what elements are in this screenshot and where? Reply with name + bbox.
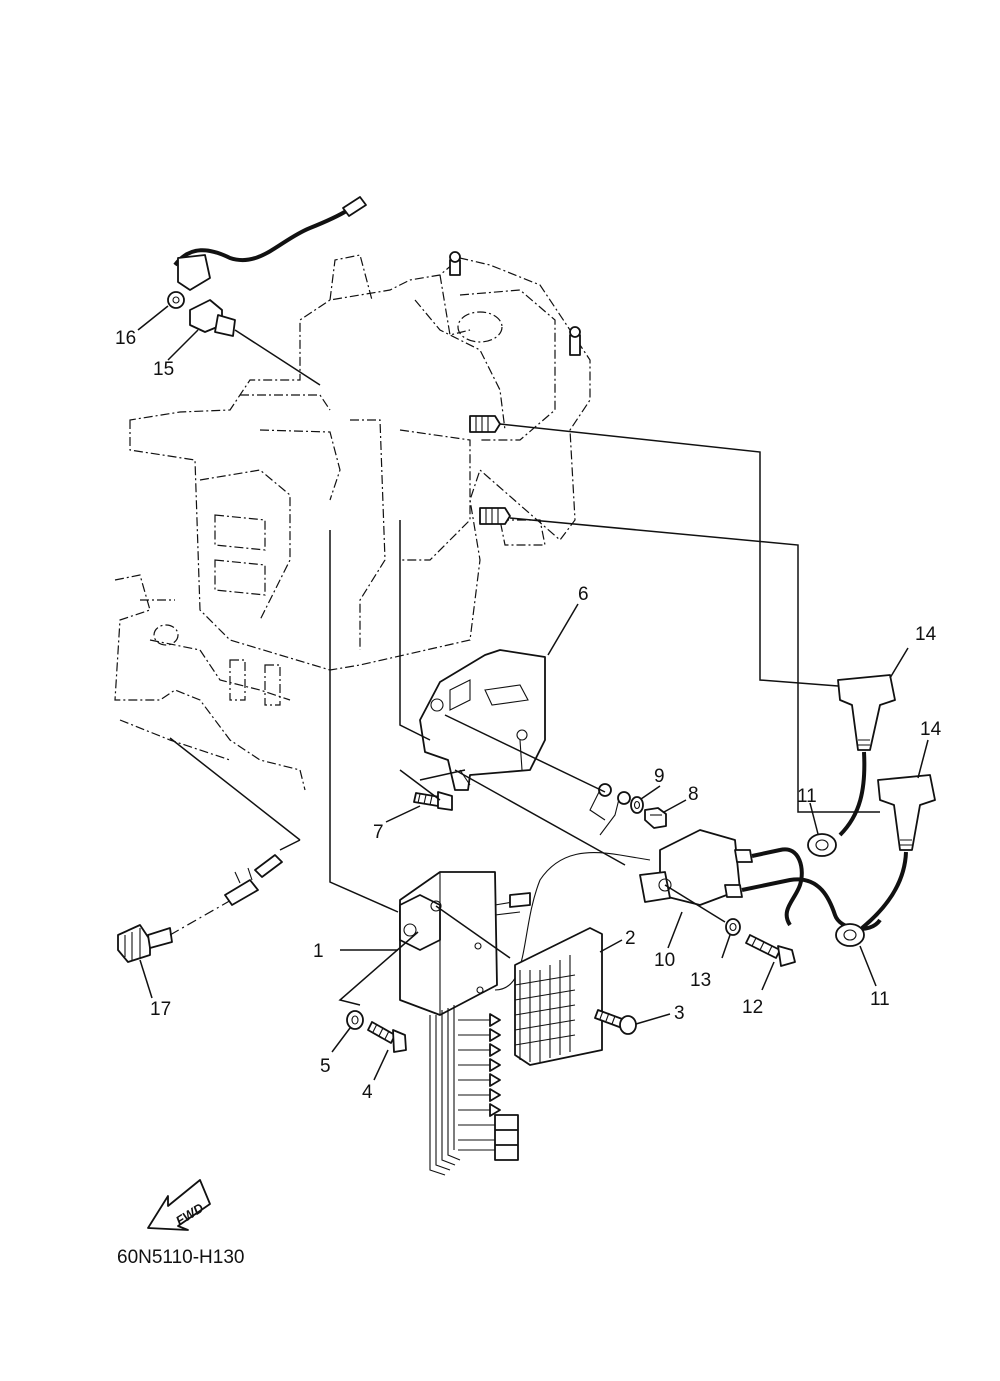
callout-14-lower: 14 bbox=[920, 719, 942, 740]
callouts: 1 2 3 4 5 6 7 8 9 10 11 11 12 13 14 14 1… bbox=[115, 328, 942, 1103]
ref-cdi-engine bbox=[329, 530, 399, 913]
leader-2 bbox=[599, 939, 623, 953]
leader-6 bbox=[547, 603, 579, 656]
callout-1: 1 bbox=[313, 941, 324, 962]
rectifier-regulator bbox=[514, 927, 603, 1066]
callout-13: 13 bbox=[690, 970, 711, 991]
leader-13 bbox=[721, 934, 731, 959]
leader-16 bbox=[137, 305, 169, 331]
washer-5 bbox=[346, 1010, 364, 1030]
callout-2: 2 bbox=[625, 928, 636, 949]
spark-plug-upper bbox=[469, 415, 501, 433]
callout-12: 12 bbox=[742, 997, 763, 1018]
callout-6: 6 bbox=[578, 584, 589, 605]
leader-11-upper bbox=[809, 802, 819, 835]
callout-14-upper: 14 bbox=[915, 624, 937, 645]
sensor-lead-16 bbox=[167, 196, 367, 309]
leader-10 bbox=[667, 911, 683, 949]
callout-3: 3 bbox=[674, 1003, 685, 1024]
thermo-switch-15 bbox=[189, 299, 236, 337]
leader-17 bbox=[139, 959, 153, 999]
ref-cdi-rectifier bbox=[435, 905, 511, 959]
leader-14-lower bbox=[917, 739, 929, 779]
leader-12 bbox=[761, 961, 775, 991]
leader-4 bbox=[373, 1049, 389, 1081]
callout-16: 16 bbox=[115, 328, 136, 349]
bolt-8 bbox=[644, 807, 667, 829]
ref-bracket-coil bbox=[454, 769, 626, 866]
plug-cap-upper bbox=[837, 674, 896, 837]
bolt-4 bbox=[367, 1021, 407, 1053]
screw-3 bbox=[594, 1009, 637, 1035]
washer-13 bbox=[725, 918, 741, 936]
bolt-7 bbox=[413, 791, 453, 811]
callout-17: 17 bbox=[150, 999, 171, 1020]
callout-11-lower: 11 bbox=[870, 989, 890, 1010]
callout-7: 7 bbox=[373, 822, 384, 843]
callout-5: 5 bbox=[320, 1056, 331, 1077]
leader-5 bbox=[331, 1027, 351, 1053]
ref-bracket-engine bbox=[399, 520, 431, 741]
leader-8 bbox=[663, 799, 687, 813]
fwd-arrow-icon: FWD bbox=[147, 1179, 211, 1231]
callout-11-upper: 11 bbox=[797, 786, 817, 807]
grommet-lower bbox=[835, 923, 865, 947]
ground-lead bbox=[589, 783, 631, 836]
leader-11-lower bbox=[859, 945, 877, 987]
stator-bracket bbox=[419, 649, 546, 791]
coil-washer-line bbox=[664, 884, 726, 923]
sender-17 bbox=[117, 854, 283, 963]
ref-cdi-bolt bbox=[338, 931, 419, 1006]
washer-9 bbox=[630, 796, 644, 814]
leader-7 bbox=[385, 805, 421, 823]
bolt-12 bbox=[745, 934, 796, 967]
plug-cap-lower bbox=[860, 774, 936, 930]
leader-14-upper bbox=[889, 647, 909, 679]
callout-15: 15 bbox=[153, 359, 174, 380]
callout-10: 10 bbox=[654, 950, 675, 971]
drawing-code: 60N5110-H130 bbox=[117, 1247, 244, 1268]
ref-sender-engine bbox=[169, 737, 301, 851]
callout-9: 9 bbox=[654, 766, 665, 787]
leader-9 bbox=[640, 785, 661, 800]
ignition-coil bbox=[639, 829, 882, 932]
ref-thermo-engine bbox=[234, 329, 321, 386]
callout-8: 8 bbox=[688, 784, 699, 805]
leader-15 bbox=[167, 329, 199, 361]
ref-bracket-ground bbox=[444, 714, 606, 793]
engine-block bbox=[114, 251, 591, 791]
spark-plug-lower bbox=[479, 507, 511, 525]
callout-4: 4 bbox=[362, 1082, 373, 1103]
grommet-upper bbox=[807, 833, 837, 857]
leader-3 bbox=[635, 1013, 671, 1025]
